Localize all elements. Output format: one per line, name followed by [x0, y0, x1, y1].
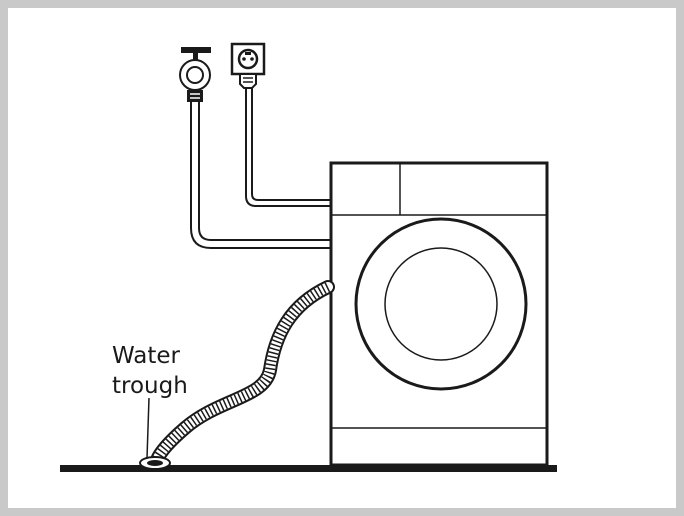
machine-door: [354, 217, 528, 391]
water-tap-icon: [179, 47, 211, 102]
power-socket-icon: [230, 42, 266, 76]
water-trough-label-line2: trough: [112, 373, 188, 399]
floor: [60, 465, 557, 472]
power-cord: [245, 88, 330, 207]
label-leader-line: [146, 397, 150, 459]
door-glass: [384, 247, 498, 361]
water-trough: [139, 456, 171, 470]
power-plug: [239, 73, 257, 89]
washing-machine: [329, 161, 549, 467]
water-trough-label-line1: Water: [112, 343, 181, 369]
inlet-hose: [190, 102, 330, 249]
drain-hose: [150, 280, 335, 467]
